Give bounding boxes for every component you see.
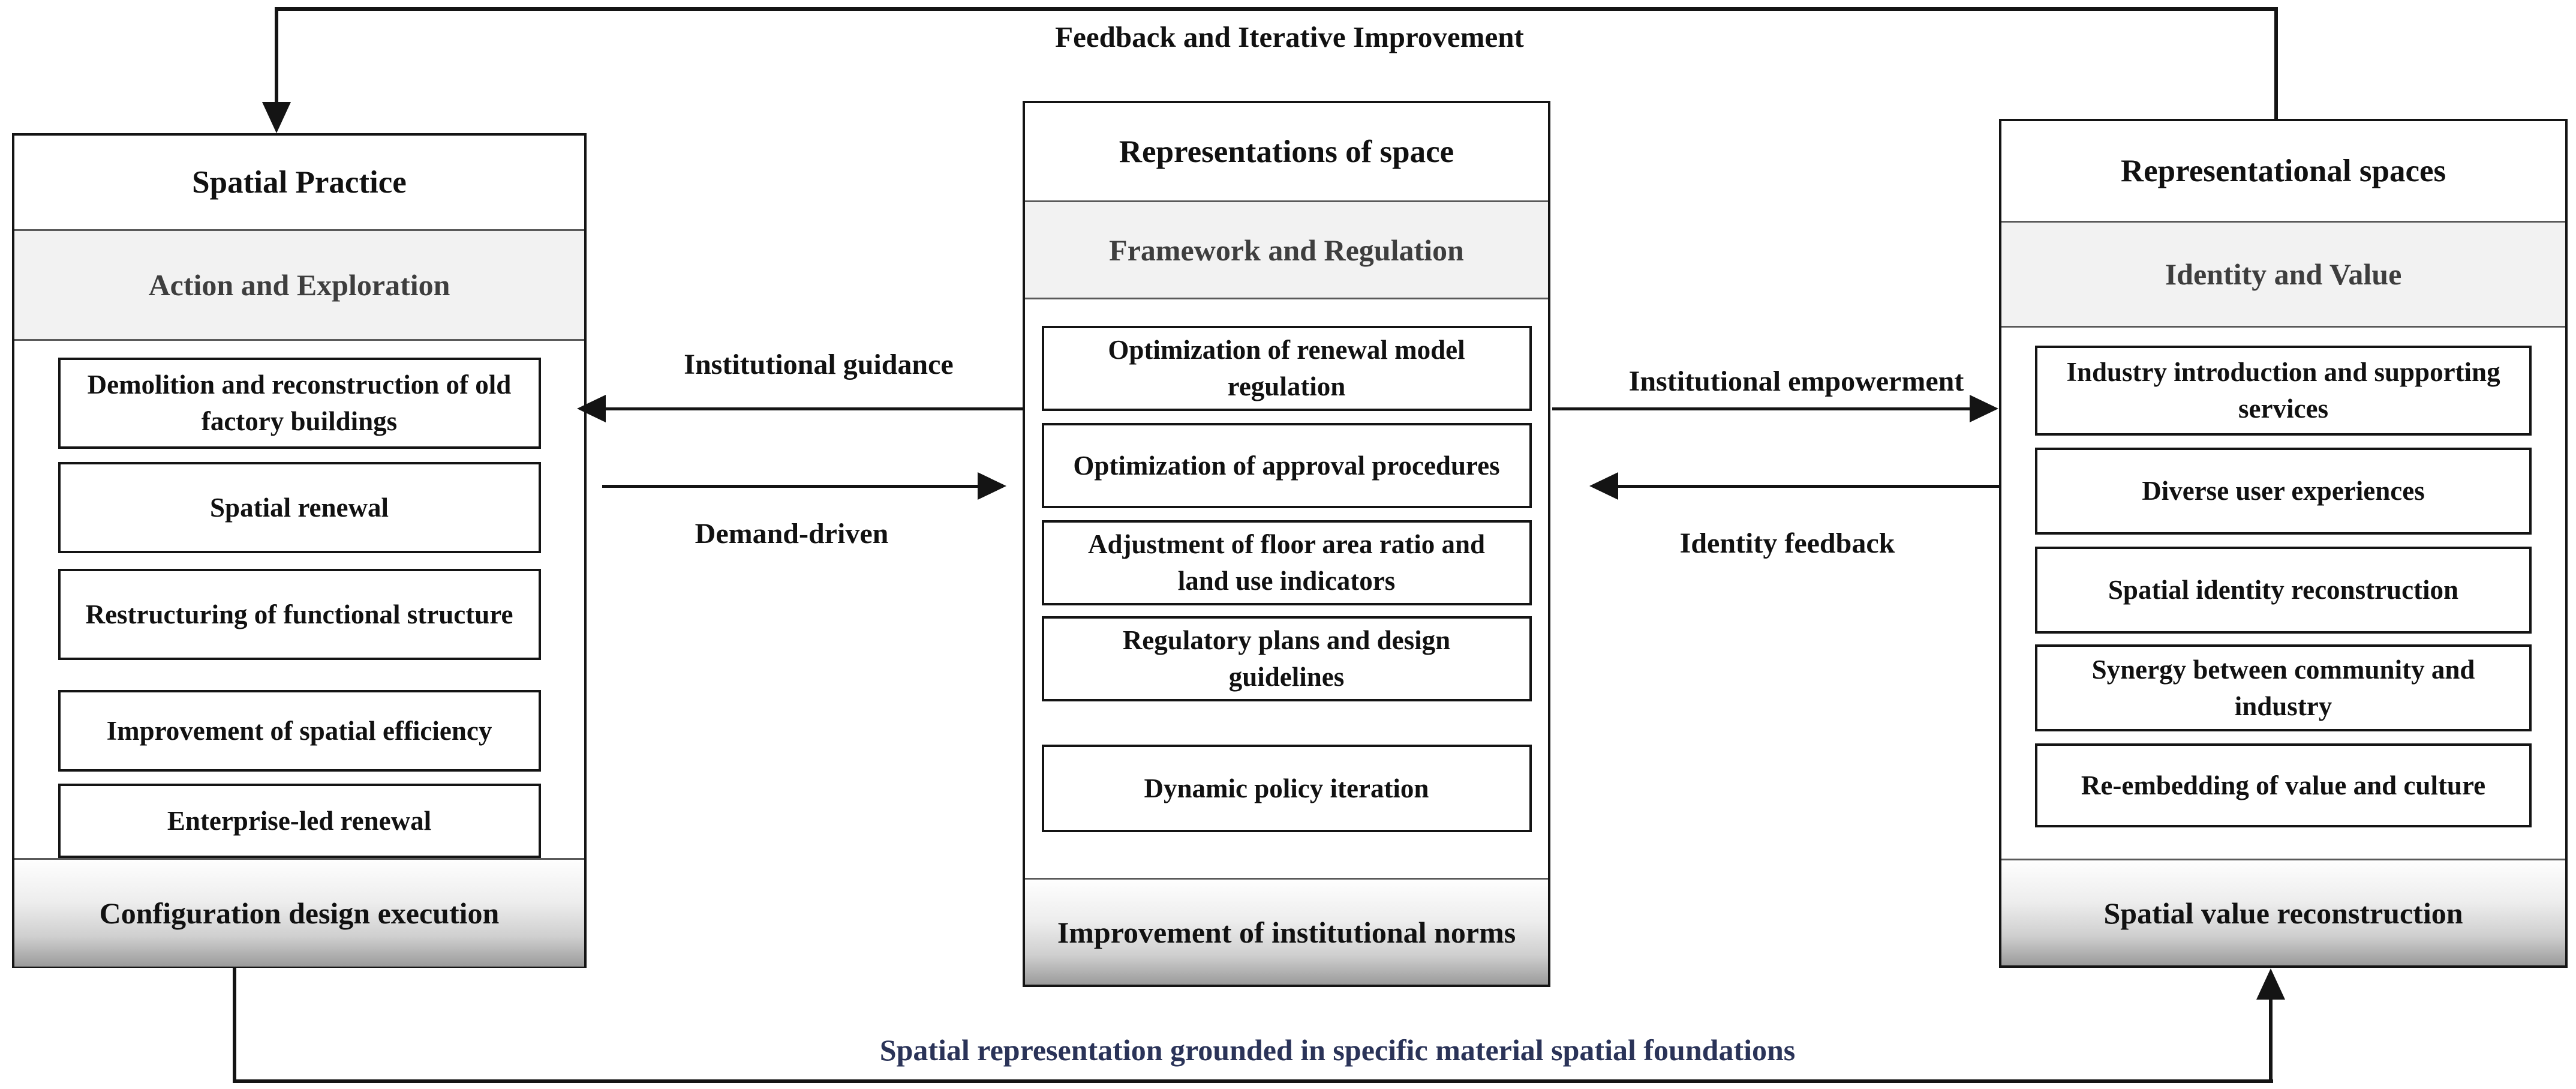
bottom-loop-right-riser	[2269, 985, 2273, 1082]
column-body: Industry introduction and supporting ser…	[2001, 328, 2565, 859]
bottom-loop-left-drop	[233, 967, 236, 1083]
arrow-up-icon	[2256, 968, 2285, 1000]
column-representational-spaces: Representational spaces Identity and Val…	[1999, 119, 2568, 968]
column-footer: Spatial value reconstruction	[2001, 859, 2565, 965]
list-item: Spatial identity reconstruction	[2035, 547, 2532, 634]
arrow-shaft	[602, 485, 980, 488]
arrow-left-icon	[577, 395, 606, 422]
column-body: Demolition and reconstruction of old fac…	[14, 341, 584, 858]
list-item: Industry introduction and supporting ser…	[2035, 346, 2532, 436]
arrow-label-institutional-guidance: Institutional guidance	[684, 349, 954, 380]
list-item: Diverse user experiences	[2035, 448, 2532, 535]
arrow-label-identity-feedback: Identity feedback	[1679, 527, 1895, 559]
arrow-label-demand-driven: Demand-driven	[695, 518, 889, 550]
arrow-down-icon	[262, 102, 291, 133]
column-title: Spatial Practice	[14, 136, 584, 231]
list-item: Spatial renewal	[58, 462, 541, 553]
column-footer: Configuration design execution	[14, 858, 584, 967]
arrow-label-institutional-empowerment: Institutional empowerment	[1628, 365, 1964, 397]
column-title: Representations of space	[1025, 103, 1548, 202]
column-representations-of-space: Representations of space Framework and R…	[1023, 101, 1550, 987]
list-item: Demolition and reconstruction of old fac…	[58, 358, 541, 449]
list-item: Adjustment of floor area ratio and land …	[1041, 520, 1532, 605]
arrow-left-icon	[1589, 472, 1618, 500]
bottom-loop-line	[233, 1079, 2273, 1083]
bottom-caption: Spatial representation grounded in speci…	[879, 1033, 1796, 1067]
column-spatial-practice: Spatial Practice Action and Exploration …	[12, 133, 587, 968]
arrow-shaft	[1616, 485, 1999, 488]
list-item: Regulatory plans and design guidelines	[1041, 616, 1532, 701]
column-subtitle: Framework and Regulation	[1025, 202, 1548, 299]
column-title: Representational spaces	[2001, 121, 2565, 223]
list-item: Enterprise-led renewal	[58, 784, 541, 858]
list-item: Synergy between community and industry	[2035, 644, 2532, 731]
column-body: Optimization of renewal model regulation…	[1025, 299, 1548, 878]
top-feedback-line	[275, 7, 2278, 11]
feedback-loop-label: Feedback and Iterative Improvement	[1055, 20, 1524, 53]
top-feedback-right-riser	[2274, 7, 2278, 122]
list-item: Optimization of renewal model regulation	[1041, 326, 1532, 411]
list-item: Dynamic policy iteration	[1041, 745, 1532, 832]
column-subtitle: Identity and Value	[2001, 223, 2565, 328]
arrow-shaft	[1552, 407, 1972, 410]
list-item: Restructuring of functional structure	[58, 569, 541, 660]
column-footer: Improvement of institutional norms	[1025, 878, 1548, 985]
arrow-right-icon	[1970, 395, 1998, 422]
list-item: Improvement of spatial efficiency	[58, 690, 541, 772]
column-subtitle: Action and Exploration	[14, 231, 584, 341]
list-item: Re-embedding of value and culture	[2035, 743, 2532, 827]
arrow-shaft	[603, 407, 1023, 410]
list-item: Optimization of approval procedures	[1041, 423, 1532, 508]
arrow-right-icon	[978, 472, 1006, 500]
top-feedback-left-drop	[275, 7, 278, 104]
